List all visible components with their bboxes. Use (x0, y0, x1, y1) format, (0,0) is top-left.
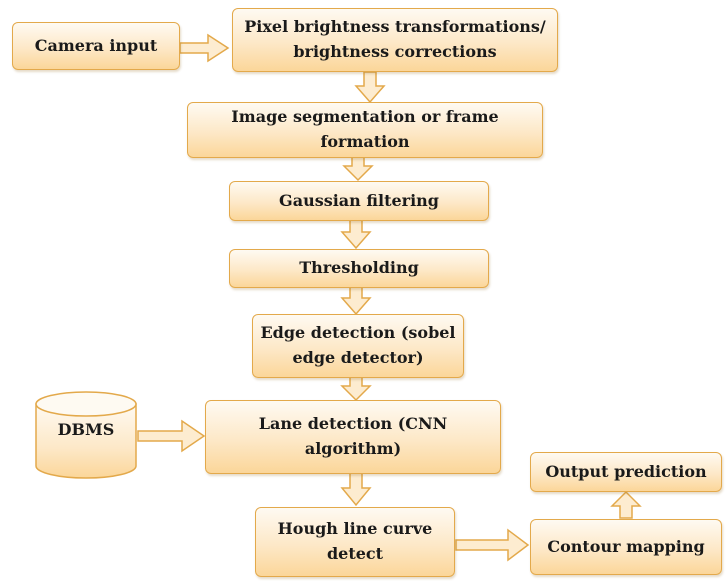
image-segmentation-box: Image segmentation or frame formation (187, 102, 543, 158)
gaussian-filtering-label: Gaussian filtering (279, 190, 439, 210)
contour-mapping-box: Contour mapping (530, 519, 722, 575)
arrow-lane-to-hough (340, 472, 372, 507)
arrow-hough-to-contour (455, 528, 530, 562)
pixel-brightness-box: Pixel brightness transformations/ bright… (232, 8, 558, 72)
edge-detection-box: Edge detection (sobel edge detector) (252, 314, 464, 378)
arrow-segmentation-to-gaussian (342, 156, 374, 182)
thresholding-box: Thresholding (229, 249, 489, 288)
camera-input-label: Camera input (34, 35, 158, 55)
pixel-brightness-label: Pixel brightness transformations/ bright… (244, 17, 546, 61)
edge-detection-label: Edge detection (sobel edge detector) (260, 323, 456, 367)
contour-mapping-label: Contour mapping (547, 536, 705, 556)
hough-line-box: Hough line curve detect (255, 507, 455, 577)
image-segmentation-label: Image segmentation or frame formation (231, 107, 499, 151)
arrow-brightness-to-segmentation (354, 71, 386, 104)
lane-detection-label: Lane detection (CNN algorithm) (258, 414, 448, 458)
output-prediction-label: Output prediction (545, 461, 707, 481)
arrow-contour-to-output (610, 490, 642, 519)
dbms-label: DBMS (57, 420, 115, 439)
arrow-dbms-to-lane (137, 419, 206, 453)
camera-input-box: Camera input (12, 22, 180, 70)
thresholding-label: Thresholding (299, 258, 419, 278)
hough-line-label: Hough line curve detect (277, 519, 433, 563)
arrow-camera-to-brightness (179, 33, 230, 63)
arrow-gaussian-to-thresholding (340, 219, 372, 250)
lane-detection-box: Lane detection (CNN algorithm) (205, 400, 501, 474)
gaussian-filtering-box: Gaussian filtering (229, 181, 489, 221)
arrow-edge-to-lane (340, 376, 372, 402)
arrow-thresholding-to-edge (340, 286, 372, 316)
output-prediction-box: Output prediction (530, 452, 722, 492)
